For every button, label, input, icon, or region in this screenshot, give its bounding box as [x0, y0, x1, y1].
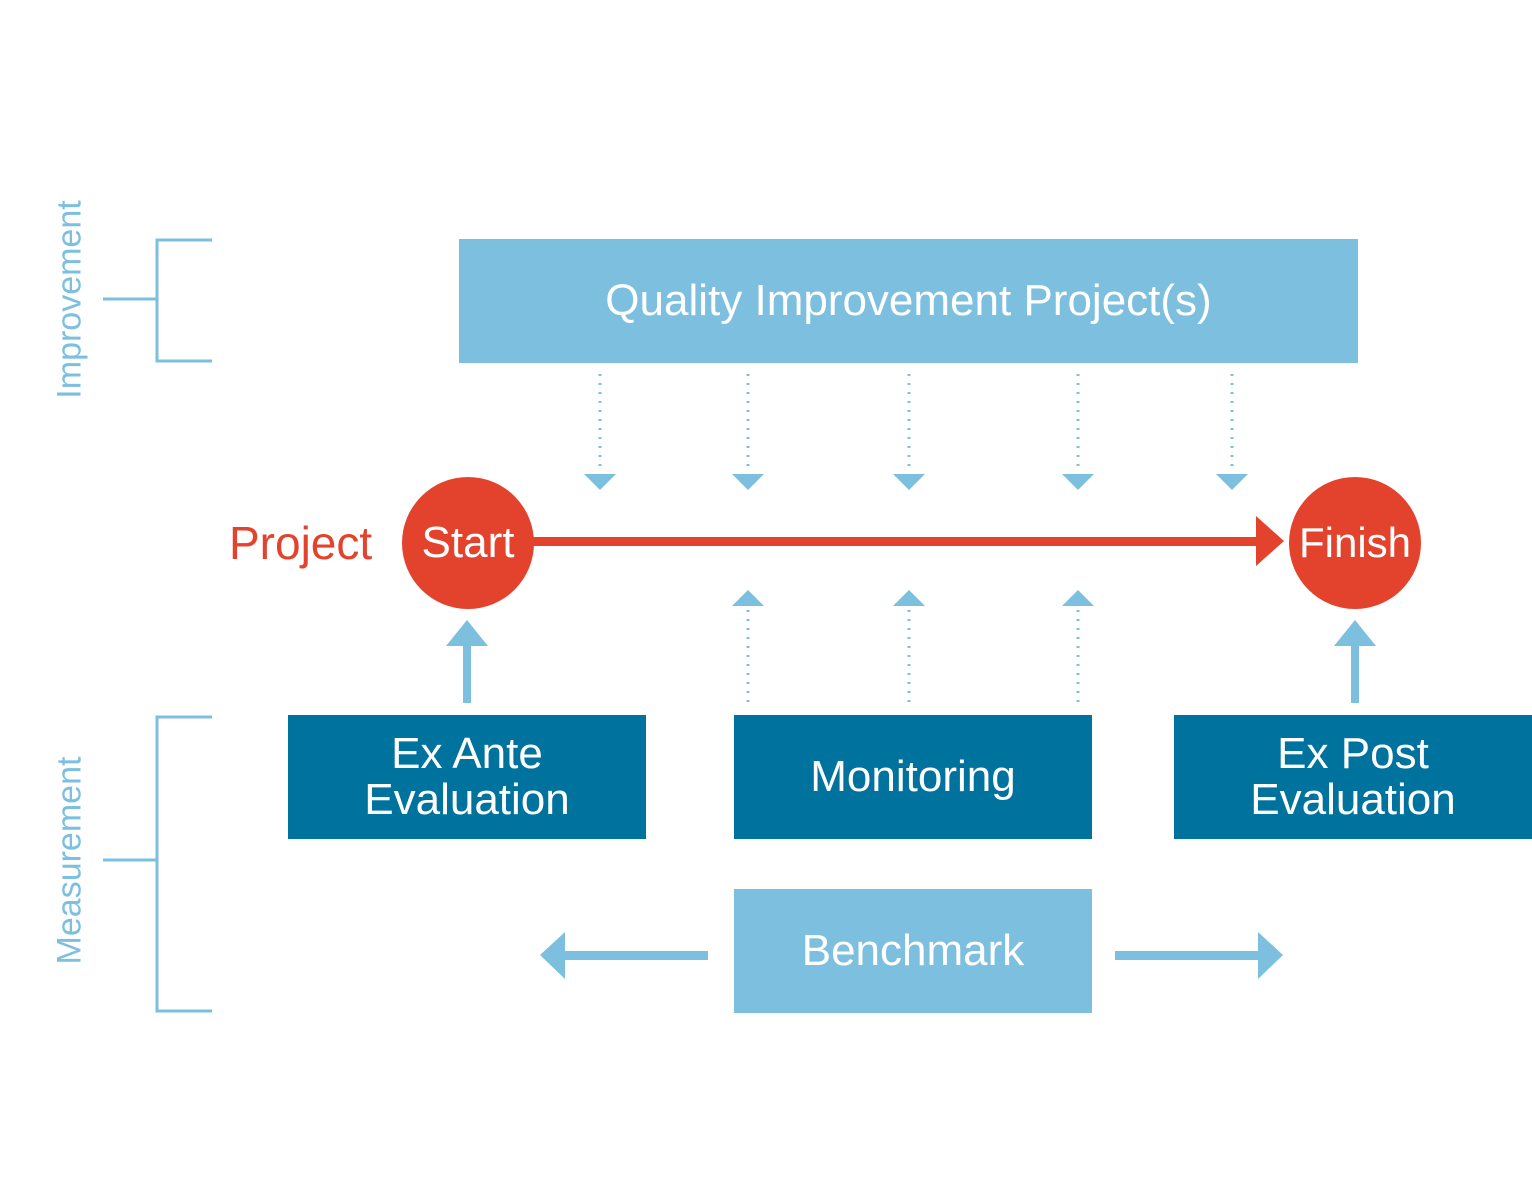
ex-post-evaluation-box: Ex Post Evaluation [1174, 715, 1532, 839]
measurement-bracket [103, 715, 212, 1013]
finish-node: Finish [1289, 477, 1421, 609]
quality-improvement-label: Quality Improvement Project(s) [605, 275, 1212, 325]
ex-ante-evaluation-box: Ex Ante Evaluation [288, 715, 646, 839]
finish-label: Finish [1298, 519, 1412, 566]
start-label: Start [421, 518, 515, 567]
monitoring-up-arrows [732, 590, 1094, 706]
ex-post-evaluation-label: Ex Post Evaluation [1250, 728, 1456, 824]
project-timeline-arrow [530, 516, 1284, 566]
improvement-label: Improvement [50, 200, 89, 399]
start-node: Start [402, 477, 534, 609]
monitoring-box: Monitoring [734, 715, 1092, 839]
benchmark-label: Benchmark [801, 925, 1025, 975]
improvement-down-arrows [584, 374, 1248, 490]
benchmark-box: Benchmark [734, 889, 1092, 1013]
benchmark-right-arrow [1115, 932, 1283, 979]
ex-ante-evaluation-label: Ex Ante Evaluation [364, 728, 570, 824]
evaluation-up-arrows [446, 620, 1376, 703]
monitoring-label: Monitoring [810, 751, 1016, 801]
measurement-label: Measurement [50, 756, 89, 965]
improvement-bracket [103, 238, 212, 363]
benchmark-left-arrow [540, 932, 708, 979]
project-label: Project [229, 517, 373, 569]
quality-improvement-box: Quality Improvement Project(s) [459, 239, 1358, 363]
